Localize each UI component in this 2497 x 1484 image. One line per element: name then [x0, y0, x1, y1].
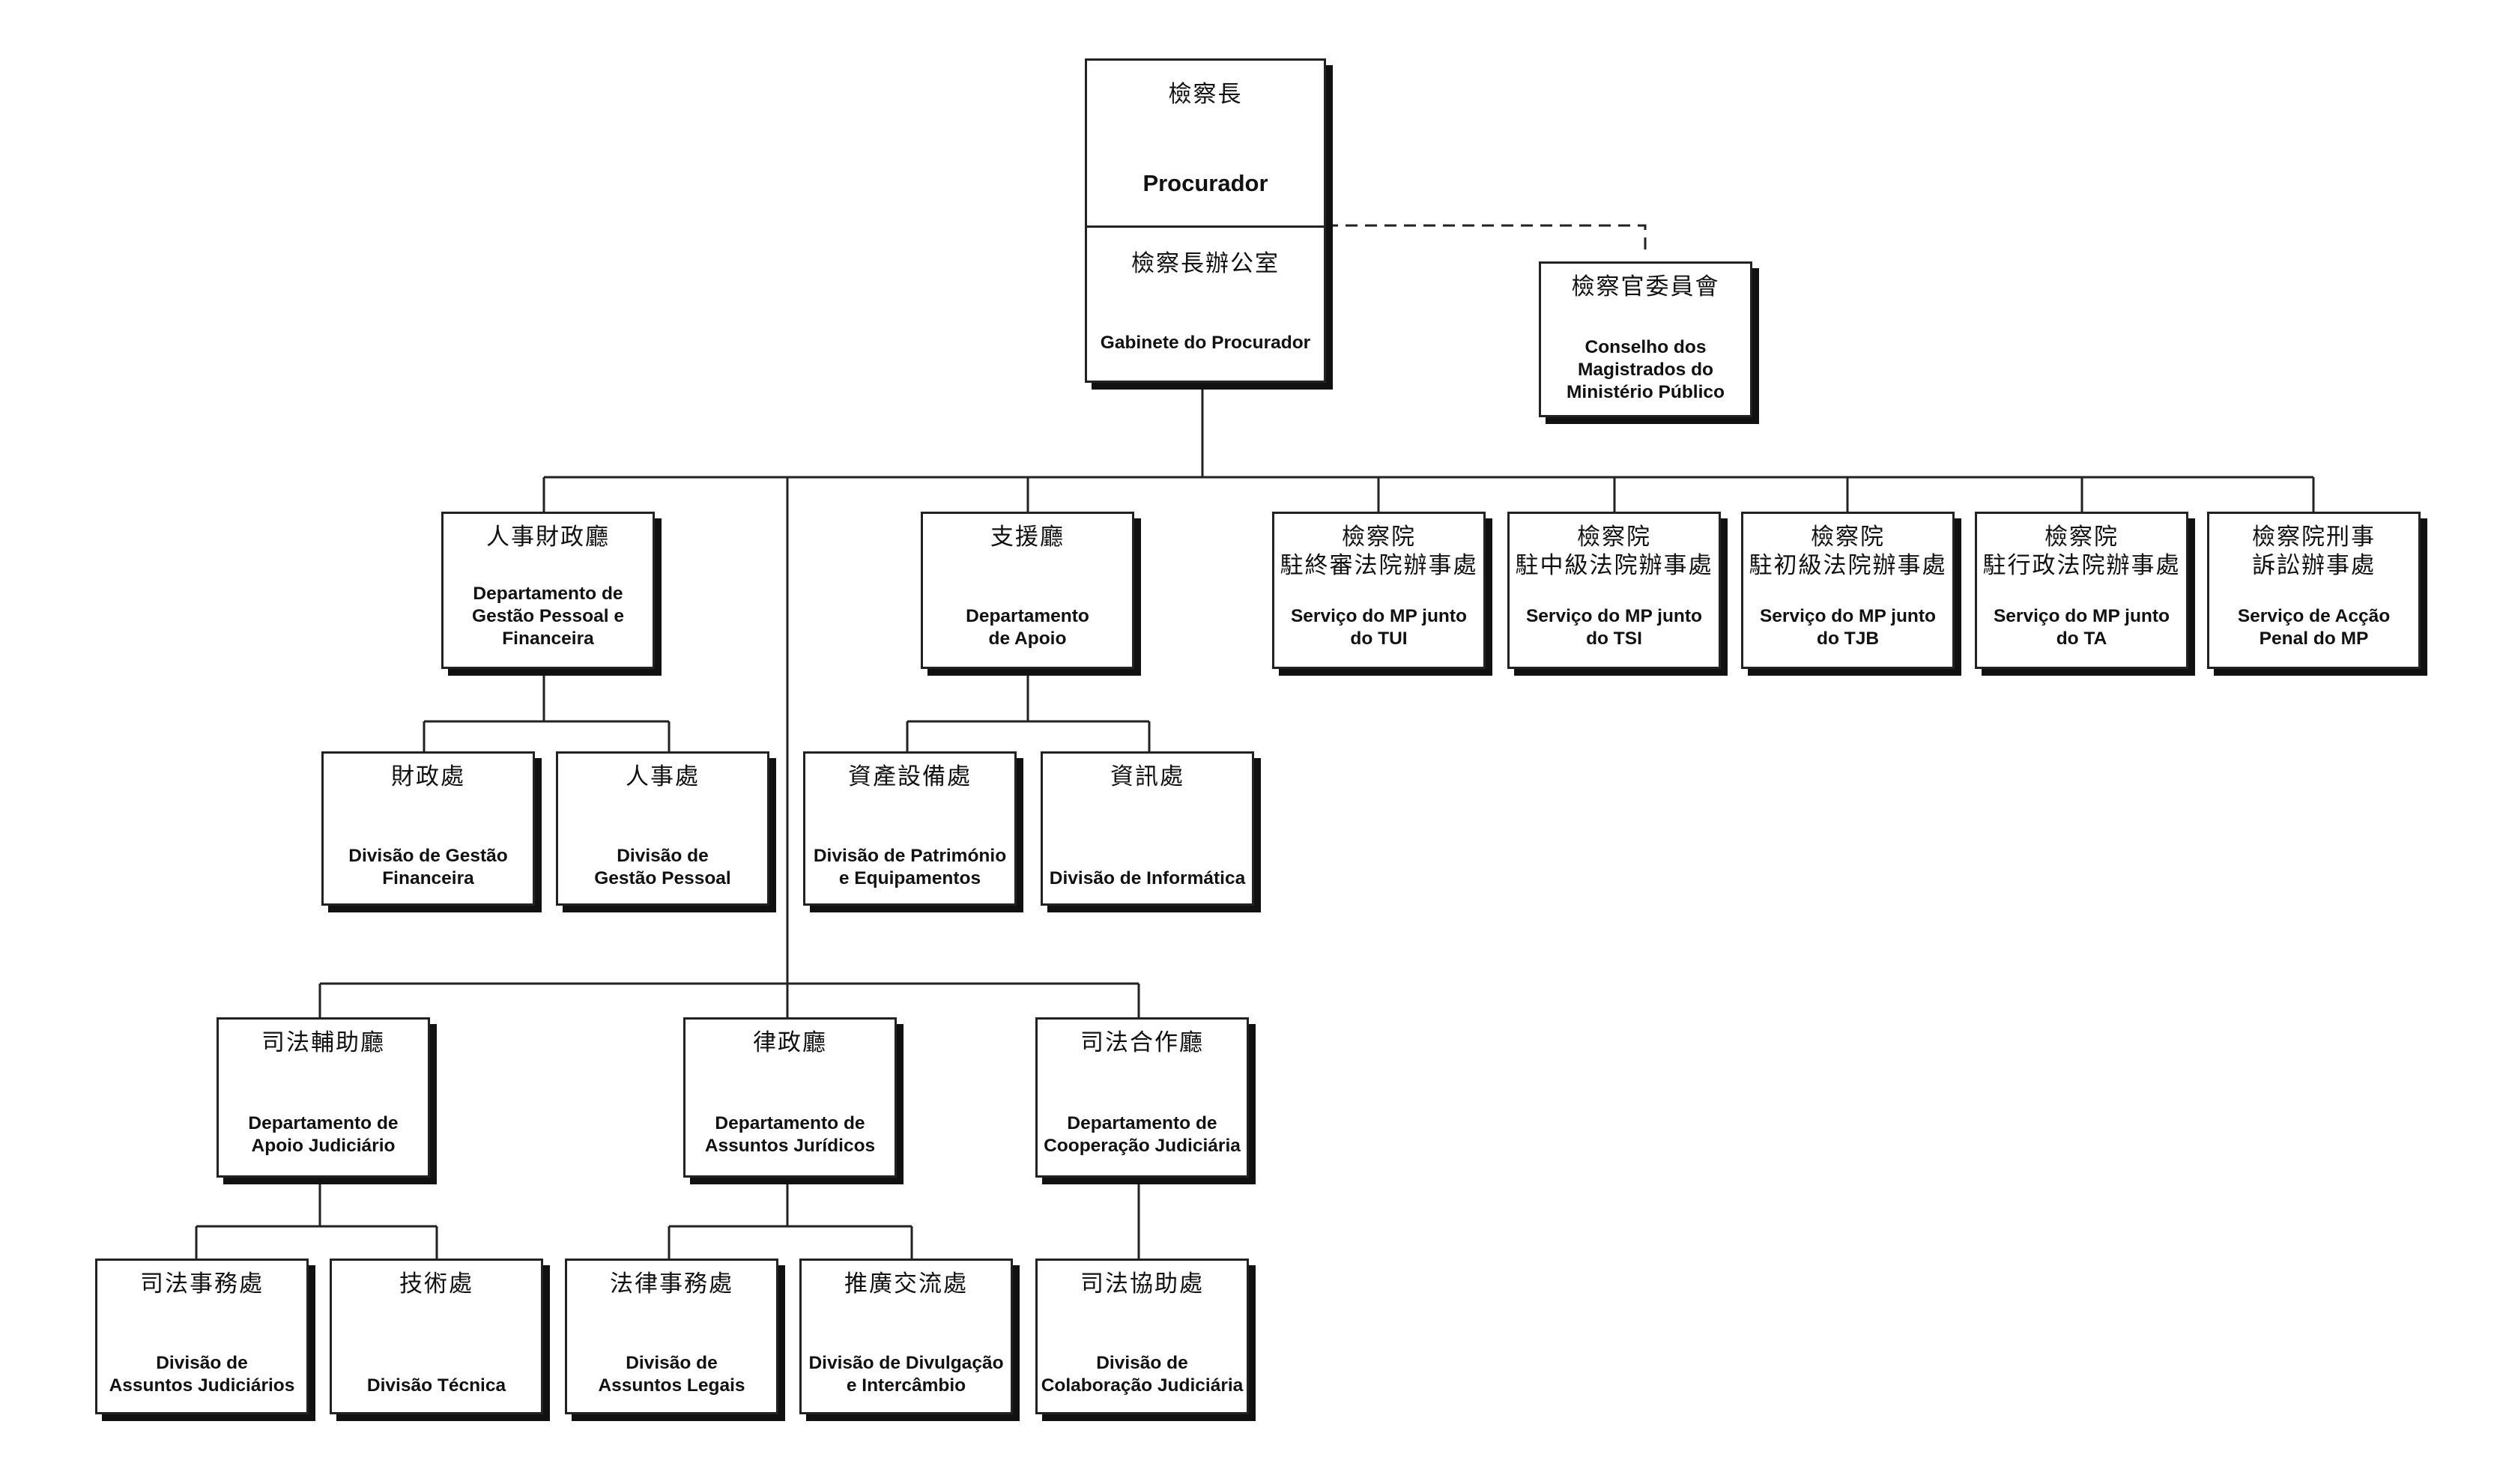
div-technical-zh: 技術處 — [399, 1271, 473, 1297]
svc-tjb-box: 檢察院 駐初級法院辦事處 Serviço do MP junto do TJB — [1741, 512, 1955, 669]
dept-support-box: 支援廳 Departamento de Apoio — [921, 512, 1134, 669]
dept-cooperation-box: 司法合作廳 Departamento de Cooperação Judiciá… — [1035, 1017, 1249, 1178]
div-collaboration-box: 司法協助處 Divisão de Colaboração Judiciária — [1035, 1259, 1249, 1414]
svc-tsi-box: 檢察院 駐中級法院辦事處 Serviço do MP junto do TSI — [1507, 512, 1721, 669]
div-legal-affairs-zh: 法律事務處 — [610, 1271, 733, 1297]
svc-tui-box: 檢察院 駐終審法院辦事處 Serviço do MP junto do TUI — [1272, 512, 1486, 669]
div-personnel-box: 人事處 Divisão de Gestão Pessoal — [556, 751, 769, 906]
div-technical-box: 技術處 Divisão Técnica — [330, 1259, 543, 1414]
svc-tui-zh: 檢察院 駐終審法院辦事處 — [1280, 524, 1478, 579]
dept-personnel-finance-zh: 人事財政廳 — [486, 524, 610, 551]
div-finance-zh: 財政處 — [391, 763, 465, 790]
dept-cooperation-zh: 司法合作廳 — [1080, 1029, 1204, 1056]
div-judicial-affairs-zh: 司法事務處 — [140, 1271, 264, 1297]
div-collaboration-pt: Divisão de Colaboração Judiciária — [1041, 1353, 1244, 1396]
div-promotion-zh: 推廣交流處 — [844, 1271, 968, 1297]
svc-ta-zh: 檢察院 駐行政法院辦事處 — [1982, 524, 2181, 579]
procurator-box: 檢察長 Procurador 檢察長辦公室 Gabinete do Procur… — [1085, 58, 1326, 383]
council-pt: Conselho dos Magistrados do Ministério P… — [1567, 337, 1725, 402]
svc-ta-pt: Serviço do MP junto do TA — [1993, 606, 2170, 649]
dept-personnel-finance-pt: Departamento de Gestão Pessoal e Finance… — [472, 584, 624, 649]
div-it-box: 資訊處 Divisão de Informática — [1041, 751, 1254, 906]
dept-legal-zh: 律政廳 — [753, 1029, 827, 1056]
svc-tsi-pt: Serviço do MP junto do TSI — [1525, 606, 1703, 649]
div-assets-box: 資產設備處 Divisão de Património e Equipament… — [803, 751, 1017, 906]
div-assets-pt: Divisão de Património e Equipamentos — [813, 846, 1007, 888]
dept-legal-pt: Departamento de Assuntos Jurídicos — [704, 1113, 876, 1156]
svc-penal-box: 檢察院刑事 訴訟辦事處 Serviço de Acção Penal do MP — [2207, 512, 2421, 669]
div-finance-pt: Divisão de Gestão Financeira — [348, 846, 508, 888]
procurator-office-pt: Gabinete do Procurador — [1100, 333, 1311, 353]
dept-cooperation-pt: Departamento de Cooperação Judiciária — [1044, 1113, 1241, 1156]
div-finance-box: 財政處 Divisão de Gestão Financeira — [321, 751, 535, 906]
connector-personnel-children — [423, 669, 671, 751]
div-legal-affairs-pt: Divisão de Assuntos Legais — [598, 1353, 745, 1396]
svc-penal-zh: 檢察院刑事 訴訟辦事處 — [2252, 524, 2376, 579]
procurator-divider — [1087, 225, 1324, 228]
div-technical-pt: Divisão Técnica — [366, 1375, 506, 1396]
div-collaboration-zh: 司法協助處 — [1080, 1271, 1204, 1297]
connector-council — [1326, 224, 1647, 253]
connector-lower-bus — [318, 982, 1140, 1017]
procurator-title-zh: 檢察長 — [1168, 81, 1243, 108]
div-personnel-pt: Divisão de Gestão Pessoal — [594, 846, 731, 888]
connector-legal-children — [668, 1178, 913, 1259]
div-judicial-affairs-box: 司法事務處 Divisão de Assuntos Judiciários — [95, 1259, 309, 1414]
svc-tsi-zh: 檢察院 駐中級法院辦事處 — [1515, 524, 1713, 579]
connector-support-children — [906, 669, 1151, 751]
div-promotion-pt: Divisão de Divulgação e Intercâmbio — [808, 1353, 1004, 1396]
dept-legal-box: 律政廳 Departamento de Assuntos Jurídicos — [683, 1017, 897, 1178]
procurator-title-pt: Procurador — [1142, 170, 1268, 196]
dept-personnel-finance-box: 人事財政廳 Departamento de Gestão Pessoal e F… — [441, 512, 655, 669]
svc-penal-pt: Serviço de Acção Penal do MP — [2237, 606, 2391, 649]
council-box: 檢察官委員會 Conselho dos Magistrados do Minis… — [1539, 261, 1752, 417]
svc-tui-pt: Serviço do MP junto do TUI — [1290, 606, 1468, 649]
dept-support-zh: 支援廳 — [990, 524, 1065, 551]
procurator-office-zh: 檢察長辦公室 — [1131, 250, 1280, 277]
dept-judicial-support-zh: 司法輔助廳 — [261, 1029, 385, 1056]
div-promotion-box: 推廣交流處 Divisão de Divulgação e Intercâmbi… — [799, 1259, 1013, 1414]
div-judicial-affairs-pt: Divisão de Assuntos Judiciários — [109, 1353, 295, 1396]
dept-judicial-support-box: 司法輔助廳 Departamento de Apoio Judiciário — [217, 1017, 430, 1178]
connector-judicial-children — [195, 1178, 438, 1259]
div-assets-zh: 資產設備處 — [848, 763, 972, 790]
div-it-pt: Divisão de Informática — [1049, 868, 1246, 888]
div-personnel-zh: 人事處 — [626, 763, 700, 790]
svc-tjb-pt: Serviço do MP junto do TJB — [1759, 606, 1937, 649]
dept-support-pt: Departamento de Apoio — [966, 606, 1089, 649]
council-zh: 檢察官委員會 — [1571, 273, 1720, 300]
svc-tjb-zh: 檢察院 駐初級法院辦事處 — [1749, 524, 1947, 579]
dept-judicial-support-pt: Departamento de Apoio Judiciário — [248, 1113, 399, 1156]
div-legal-affairs-box: 法律事務處 Divisão de Assuntos Legais — [565, 1259, 778, 1414]
svc-ta-box: 檢察院 駐行政法院辦事處 Serviço do MP junto do TA — [1975, 512, 2188, 669]
div-it-zh: 資訊處 — [1110, 763, 1184, 790]
